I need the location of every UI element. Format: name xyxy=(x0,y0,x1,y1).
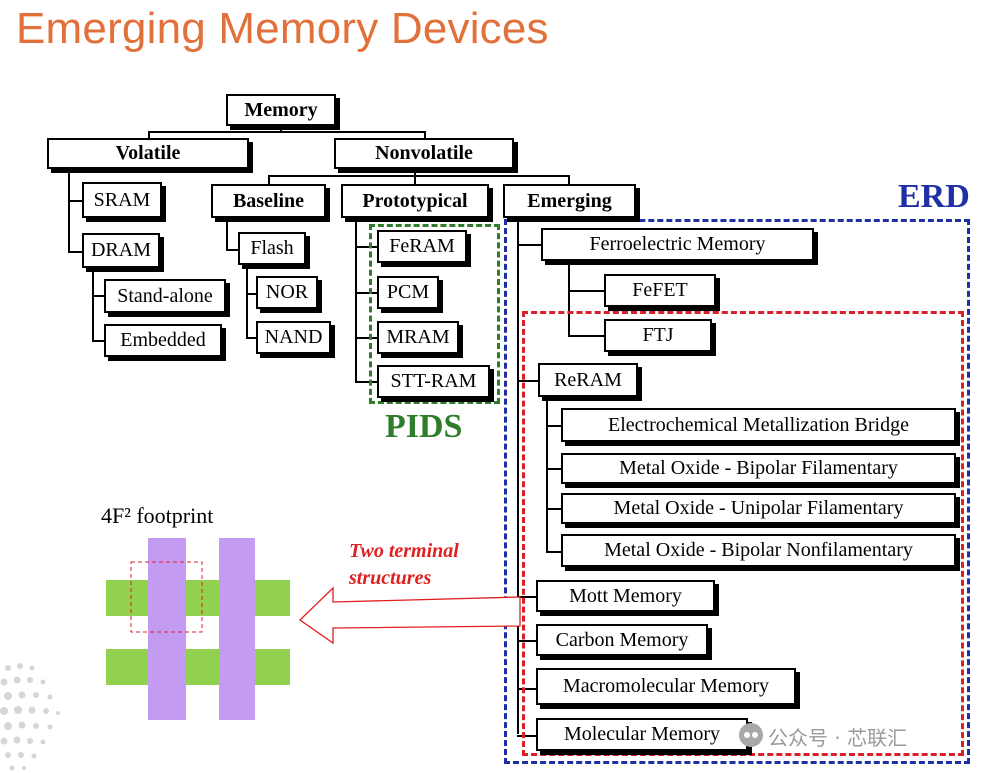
node-metal-oxide-unipolar-filamentary: Metal Oxide - Unipolar Filamentary xyxy=(561,493,956,524)
connector-line xyxy=(568,290,604,292)
node-sttram: STT-RAM xyxy=(377,365,490,398)
connector-line xyxy=(268,175,270,184)
connector-line xyxy=(424,131,426,142)
connector-line xyxy=(546,396,548,552)
connector-line xyxy=(568,260,570,336)
connector-line xyxy=(355,246,377,248)
connector-line xyxy=(246,264,248,338)
node-reram: ReRAM xyxy=(538,363,638,397)
decorative-dots xyxy=(0,663,60,771)
page-title: Emerging Memory Devices xyxy=(16,4,549,53)
watermark-text: 公众号 · 芯联汇 xyxy=(768,726,908,750)
connector-line xyxy=(414,168,416,184)
crossbar-illustration xyxy=(106,538,290,720)
wechat-icon xyxy=(739,723,763,747)
node-feram: FeRAM xyxy=(377,230,467,263)
connector-line xyxy=(568,335,604,337)
connector-line xyxy=(355,218,357,382)
connector-line xyxy=(355,337,377,339)
word-line xyxy=(106,649,290,685)
node-prototypical: Prototypical xyxy=(341,184,489,218)
two-terminal-label: Two terminal structures xyxy=(349,538,459,592)
connector-line xyxy=(355,381,377,383)
connector-line xyxy=(517,380,538,382)
node-volatile: Volatile xyxy=(47,138,249,169)
node-mott-memory: Mott Memory xyxy=(536,580,715,612)
connector-line xyxy=(92,340,104,342)
node-metal-oxide-bipolar-filamentary: Metal Oxide - Bipolar Filamentary xyxy=(561,453,956,484)
connector-line xyxy=(148,131,150,142)
footprint-label: 4F² footprint xyxy=(101,503,214,528)
node-nand: NAND xyxy=(256,321,331,354)
connector-line xyxy=(92,295,104,297)
bit-line xyxy=(148,538,186,720)
connector-line xyxy=(546,508,561,510)
connector-line xyxy=(148,131,426,133)
pids-label: PIDS xyxy=(385,408,463,445)
connector-line xyxy=(68,168,70,252)
connector-line xyxy=(226,249,238,251)
connector-line xyxy=(568,175,570,184)
node-mram: MRAM xyxy=(377,321,459,354)
erd-label: ERD xyxy=(898,178,970,215)
connector-line xyxy=(92,267,94,341)
connector-line xyxy=(280,125,282,132)
connector-line xyxy=(517,640,536,642)
cell-footprint-frame xyxy=(130,561,203,633)
two-terminal-group-frame xyxy=(522,311,964,756)
connector-line xyxy=(546,468,561,470)
node-baseline: Baseline xyxy=(211,184,326,218)
arrow-shape xyxy=(298,586,521,645)
node-macromolecular-memory: Macromolecular Memory xyxy=(536,668,796,705)
pids-group-frame xyxy=(369,224,500,404)
node-electrochemical-bridge: Electrochemical Metallization Bridge xyxy=(561,408,956,442)
two-terminal-line1: Two terminal xyxy=(349,540,459,562)
connector-line xyxy=(68,200,82,202)
node-dram: DRAM xyxy=(82,233,160,268)
node-ftj: FTJ xyxy=(604,319,712,352)
node-nonvolatile: Nonvolatile xyxy=(334,138,514,169)
connector-line xyxy=(246,337,256,339)
node-pcm: PCM xyxy=(377,276,439,309)
connector-line xyxy=(517,596,536,598)
node-memory: Memory xyxy=(226,94,336,126)
node-emerging: Emerging xyxy=(503,184,636,218)
connector-line xyxy=(546,551,561,553)
node-molecular-memory: Molecular Memory xyxy=(536,718,748,751)
node-standalone: Stand-alone xyxy=(104,279,226,313)
node-flash: Flash xyxy=(238,232,306,265)
connector-line xyxy=(546,425,561,427)
connector-line xyxy=(517,244,541,246)
node-nor: NOR xyxy=(256,276,318,309)
connector-line xyxy=(355,292,377,294)
node-embedded: Embedded xyxy=(104,324,222,357)
bit-line xyxy=(219,538,255,720)
connector-line xyxy=(246,293,256,295)
node-sram: SRAM xyxy=(82,182,162,218)
node-fefet: FeFET xyxy=(604,274,716,307)
connector-line xyxy=(268,175,570,177)
connector-line xyxy=(517,688,536,690)
word-line xyxy=(106,580,290,616)
connector-line xyxy=(226,218,228,250)
node-carbon-memory: Carbon Memory xyxy=(536,624,708,656)
two-terminal-line2: structures xyxy=(349,567,432,589)
node-ferroelectric-memory: Ferroelectric Memory xyxy=(541,228,814,261)
node-metal-oxide-bipolar-nonfilamentary: Metal Oxide - Bipolar Nonfilamentary xyxy=(561,534,956,567)
connector-line xyxy=(517,218,519,734)
erd-group-frame xyxy=(504,219,970,764)
connector-line xyxy=(68,251,82,253)
connector-line xyxy=(517,735,536,737)
